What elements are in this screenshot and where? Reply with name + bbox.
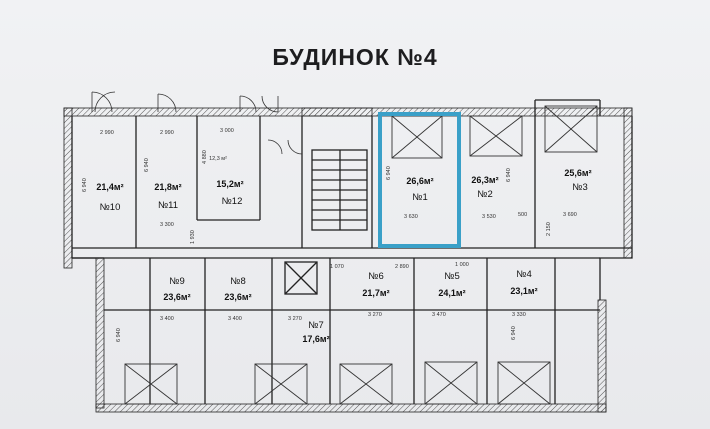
unit-3-number: №3 <box>572 182 587 193</box>
unit-3-area: 25,6м² <box>564 168 591 178</box>
dim-top-11: 2 990 <box>160 130 174 136</box>
unit-9-number: №9 <box>169 276 184 287</box>
dim-mid-1: 3 630 <box>404 214 418 220</box>
unit-1-number: №1 <box>412 192 427 203</box>
unit-10-area: 21,4м² <box>96 182 123 192</box>
unit-6-number: №6 <box>368 271 383 282</box>
outer-walls <box>63 107 633 413</box>
dim-v-10: 6 940 <box>82 178 88 192</box>
unit-8-area: 23,6м² <box>224 292 251 302</box>
unit-7-area: 17,6м² <box>302 334 329 344</box>
unit-5-area: 24,1м² <box>438 288 465 298</box>
dim-bot-5: 3 470 <box>432 312 446 318</box>
unit-11-area: 21,8м² <box>154 182 181 192</box>
dim-corr-1: 1 070 <box>330 264 344 270</box>
unit-4-area: 23,1м² <box>510 286 537 296</box>
dimension-labels: 2 990 2 990 3 000 3 300 3 630 3 530 500 … <box>82 128 577 342</box>
dim-bot-4: 3 330 <box>512 312 526 318</box>
dim-mid-3: 3 690 <box>563 212 577 218</box>
balconies <box>124 105 598 405</box>
dim-v-2: 6 940 <box>506 168 512 182</box>
dim-corr-3: 1 000 <box>455 262 469 268</box>
unit-2-area: 26,3м² <box>471 175 498 185</box>
unit-7-number: №7 <box>308 320 323 331</box>
dim-v-12: 4 880 <box>202 150 208 164</box>
dim-mid-11: 3 300 <box>160 222 174 228</box>
dim-v-3: 2 150 <box>546 222 552 236</box>
unit-9-area: 23,6м² <box>163 292 190 302</box>
dim-bot-9: 3 400 <box>160 316 174 322</box>
unit-1-area: 26,6м² <box>406 176 433 186</box>
dim-top-10: 2 990 <box>100 130 114 136</box>
small-room-area: 12,3 м² <box>209 156 227 162</box>
dim-v-11: 6 940 <box>144 158 150 172</box>
dim-top-12: 3 000 <box>220 128 234 134</box>
unit-12-number: №12 <box>222 196 243 207</box>
interior-walls <box>71 99 633 404</box>
dim-v-12b: 1 930 <box>190 230 196 244</box>
unit-2-number: №2 <box>477 189 492 200</box>
unit-4-number: №4 <box>516 269 531 280</box>
unit-10-number: №10 <box>100 202 121 213</box>
unit-12-area: 15,2м² <box>216 179 243 189</box>
dim-v-4: 6 940 <box>511 326 517 340</box>
unit-6-area: 21,7м² <box>362 288 389 298</box>
dim-v-1: 6 940 <box>386 166 392 180</box>
unit-labels: 21,4м² №10 21,8м² №11 15,2м² №12 12,3 м²… <box>96 156 591 344</box>
dim-v-9: 6 940 <box>116 328 122 342</box>
unit-8-number: №8 <box>230 276 245 287</box>
unit-11-number: №11 <box>158 200 178 211</box>
dim-mid-2: 3 530 <box>482 214 496 220</box>
unit-5-number: №5 <box>444 271 459 282</box>
dim-bot-6: 3 270 <box>368 312 382 318</box>
doors <box>91 91 303 155</box>
dim-corr-2: 2 890 <box>395 264 409 270</box>
dim-mid-500: 500 <box>518 212 527 218</box>
dim-bot-7: 3 270 <box>288 316 302 322</box>
dim-bot-8: 3 400 <box>228 316 242 322</box>
building-title: БУДИНОК №4 <box>272 44 438 70</box>
highlighted-unit-1[interactable] <box>378 112 461 248</box>
